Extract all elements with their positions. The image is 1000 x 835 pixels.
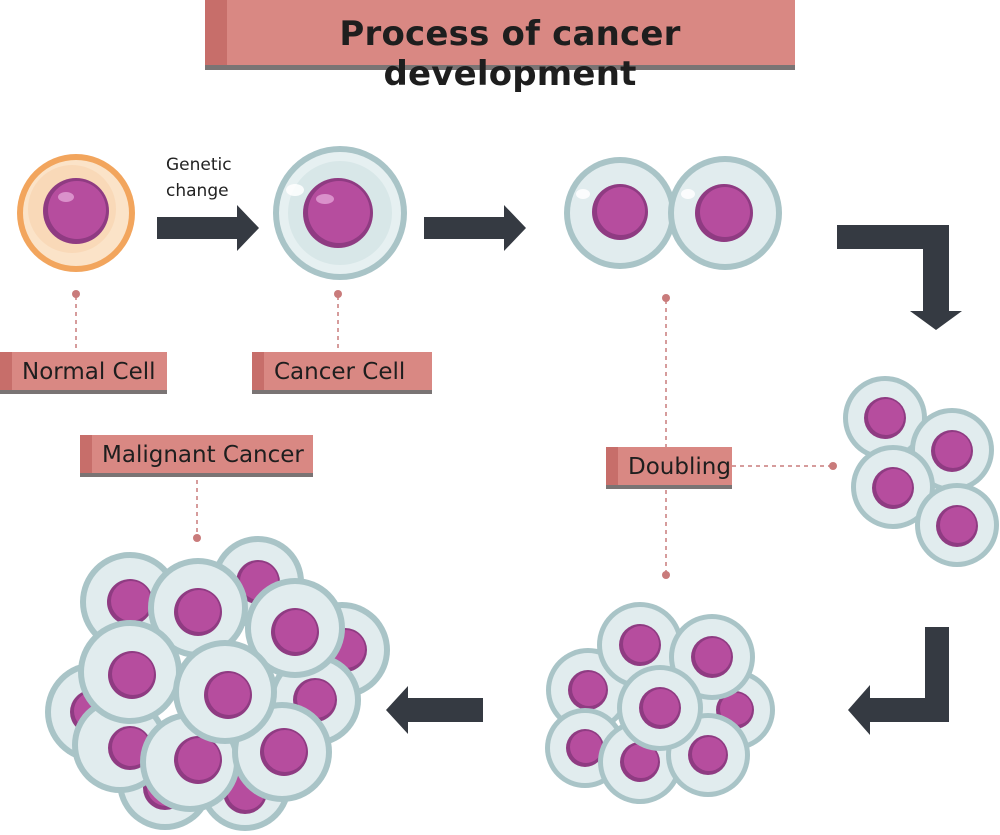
doubling-label: Doubling [606,447,732,489]
leader-lines [72,290,837,579]
label-accent [0,352,12,390]
arrow-corner-down [837,225,962,330]
cancer-cluster-medium [545,602,775,804]
normal-cell [17,154,135,272]
cancer-cells-two [564,156,782,270]
genetic-change-label: Genetic change [166,155,232,201]
label-accent [80,435,92,473]
malignant-cancer-label-text: Malignant Cancer [102,442,304,468]
page-title: Process of cancer development [339,14,681,94]
malignant-cancer-label: Malignant Cancer [80,435,313,477]
normal-cell-label: Normal Cell [0,352,167,394]
title-banner: Process of cancer development [205,0,795,94]
arrow-corner-left [848,627,949,735]
cancer-cell-label-text: Cancer Cell [274,359,406,385]
normal-cell-label-text: Normal Cell [22,359,156,385]
arrow-division [424,205,526,251]
arrow-to-malignant [386,686,483,734]
cancer-cell-single [273,146,407,280]
label-accent [252,352,264,390]
cancer-cells-four [843,376,999,567]
doubling-label-text: Doubling [628,454,731,480]
arrow-genetic-change [157,205,259,251]
title-banner-accent [205,0,227,65]
label-accent [606,447,618,485]
cancer-cell-label: Cancer Cell [252,352,432,394]
malignant-cluster [45,536,390,831]
